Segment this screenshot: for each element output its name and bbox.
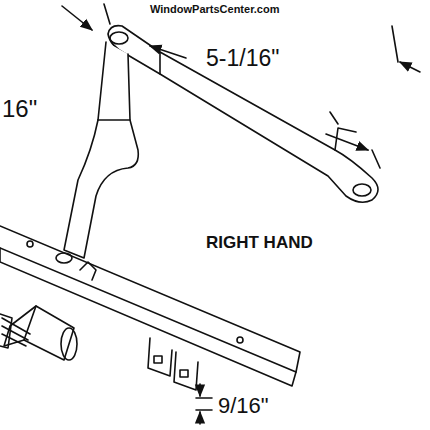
crank-shaft bbox=[0, 306, 77, 360]
dimension-label: 5-1/16" bbox=[206, 46, 279, 71]
lower-arm bbox=[64, 42, 138, 258]
dimension-lines bbox=[62, 4, 420, 424]
upper-arm bbox=[108, 26, 378, 203]
dimension-label: 16" bbox=[2, 96, 37, 122]
dimension-label: 9/16" bbox=[218, 394, 269, 418]
mounting-tabs bbox=[148, 338, 198, 390]
watermark: WindowPartsCenter.com bbox=[150, 3, 279, 15]
hand-label: RIGHT HAND bbox=[206, 234, 313, 253]
